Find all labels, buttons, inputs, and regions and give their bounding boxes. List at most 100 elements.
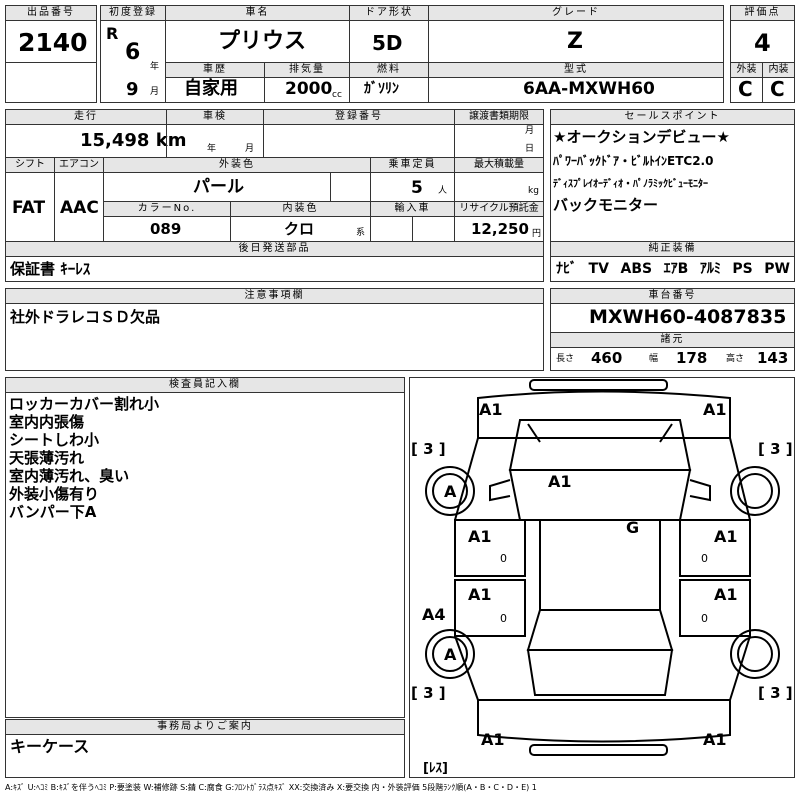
notes-text: 社外ドラレコＳＤ欠品	[10, 308, 161, 326]
sales-line: ★オークションデビュー★	[553, 128, 730, 146]
load-header: 最大積載量	[454, 157, 544, 173]
interior-color: クロ	[284, 220, 315, 238]
sales-line: ﾊﾟﾜｰﾊﾞｯｸﾄﾞｱ・ﾋﾞﾙﾄｲﾝETC2.0	[553, 154, 714, 168]
shift-header: シフト	[5, 157, 55, 173]
interior-header: 内装	[762, 62, 795, 78]
ac: AAC	[60, 198, 99, 218]
model-cell	[428, 77, 724, 103]
grade-header: グレード	[428, 5, 724, 21]
equipment-item: ｱﾙﾐ	[699, 261, 721, 277]
mark-windshield: G	[626, 518, 639, 537]
shift: FAT	[12, 198, 46, 218]
tire-rr: [ 3 ]	[758, 684, 793, 702]
inspector-line: 室内内張傷	[9, 413, 85, 431]
equipment-item: ABS	[620, 261, 653, 277]
equipment-item: PS	[732, 261, 753, 277]
inspection-header: 車検	[166, 109, 264, 125]
first-reg-month: 9	[126, 79, 139, 100]
door: 5D	[372, 31, 403, 55]
inspector-line: シートしわ小	[9, 431, 100, 449]
transfer-header: 譲渡書類期限	[454, 109, 544, 125]
sales-header: セールスポイント	[550, 109, 795, 125]
door-zero: 0	[500, 552, 507, 565]
door-zero: 0	[500, 612, 507, 625]
lot-no-header: 出品番号	[5, 5, 97, 21]
chassis-number: MXWH60-4087835	[589, 306, 787, 328]
displacement-unit: cc	[332, 90, 342, 100]
office-header: 事務局よりご案内	[5, 719, 405, 735]
score-header: 評価点	[730, 5, 795, 21]
spec-header: 諸元	[550, 332, 795, 348]
diagram-frame	[409, 377, 795, 778]
first-reg-header: 初度登録	[100, 5, 166, 21]
office-text: キーケース	[10, 737, 90, 756]
displacement: 2000	[285, 79, 333, 99]
height-label: 高さ	[726, 354, 745, 364]
inspection-month-unit: 月	[245, 144, 255, 154]
inspection-year-unit: 年	[207, 144, 217, 154]
legend: A:ｷｽﾞ U:ﾍｺﾐ B:ｷｽﾞを伴うﾍｺﾐ P:要塗装 W:補修跡 S:錆 …	[5, 783, 537, 792]
reg-no-header: 登録番号	[263, 109, 455, 125]
length: 460	[591, 349, 623, 367]
sales-line: バックモニター	[553, 196, 659, 214]
inspector-line: ロッカーカバー割れ小	[9, 395, 160, 413]
mark-rear-door-left: A1	[468, 585, 492, 604]
inspector-line: 外装小傷有り	[9, 485, 100, 503]
era: R	[106, 24, 119, 43]
door-zero: 0	[701, 612, 708, 625]
car-name: プリウス	[218, 29, 307, 54]
month-unit: 月	[150, 87, 160, 97]
later-parts-header: 後日発送部品	[5, 241, 544, 257]
color: パール	[193, 177, 244, 197]
mark-rear-left: A1	[481, 730, 505, 749]
first-reg-year: 6	[125, 40, 141, 65]
spec-cell	[550, 347, 795, 371]
width-label: 幅	[649, 354, 659, 364]
import-divider	[412, 216, 455, 242]
tire-rl: [ 3 ]	[411, 684, 446, 702]
ac-header: エアコン	[54, 157, 104, 173]
import-header: 輸入車	[370, 201, 455, 217]
inspector-line: 天張薄汚れ	[9, 449, 85, 467]
equipment-header: 純正装備	[550, 241, 795, 257]
color-header: 外装色	[103, 157, 371, 173]
mark-wheel-rl: A	[444, 645, 457, 664]
office-cell	[5, 734, 405, 778]
length-label: 長さ	[556, 354, 575, 364]
color-divider	[330, 172, 371, 202]
inspector-lines: ロッカーカバー割れ小 室内内張傷 シートしわ小 天張薄汚れ 室内薄汚れ、臭い 外…	[9, 395, 159, 521]
capacity: 5	[411, 178, 423, 198]
car-name-header: 車名	[165, 5, 350, 21]
door-zero: 0	[701, 552, 708, 565]
interior-color-header: 内装色	[230, 201, 371, 217]
mark-hood: A1	[548, 472, 572, 491]
mark-rear-right: A1	[703, 730, 727, 749]
later-parts-cell	[5, 256, 544, 282]
interior-score: C	[770, 77, 785, 101]
equipment-item: PW	[764, 261, 790, 277]
mark-front-right: A1	[703, 400, 727, 419]
grade: Z	[567, 29, 583, 54]
inspector-line: バンパー下A	[9, 503, 97, 521]
lot-no-blank	[5, 62, 97, 103]
mark-front-door-right: A1	[714, 527, 738, 546]
chassis-header: 車台番号	[550, 288, 795, 304]
equipment-cell	[550, 256, 795, 282]
mark-front-left: A1	[479, 400, 503, 419]
mark-rear-door-right: A1	[714, 585, 738, 604]
exterior-score: C	[738, 77, 753, 101]
reg-no-cell	[263, 124, 455, 158]
tire-spare: [ﾚｽ]	[423, 761, 448, 776]
capacity-header: 乗車定員	[370, 157, 455, 173]
recycle-unit: 円	[532, 229, 542, 239]
inspector-cell	[5, 392, 405, 718]
model: 6AA-MXWH60	[523, 79, 655, 99]
transfer-day-unit: 日	[525, 144, 535, 154]
mark-front-door-left: A1	[468, 527, 492, 546]
history: 自家用	[184, 78, 238, 99]
door-header: ドア形状	[349, 5, 429, 21]
exterior-header: 外装	[730, 62, 763, 78]
inspector-header: 検査員記入欄	[5, 377, 405, 393]
color-no: 089	[150, 220, 182, 238]
recycle-header: リサイクル預託金	[454, 201, 544, 217]
